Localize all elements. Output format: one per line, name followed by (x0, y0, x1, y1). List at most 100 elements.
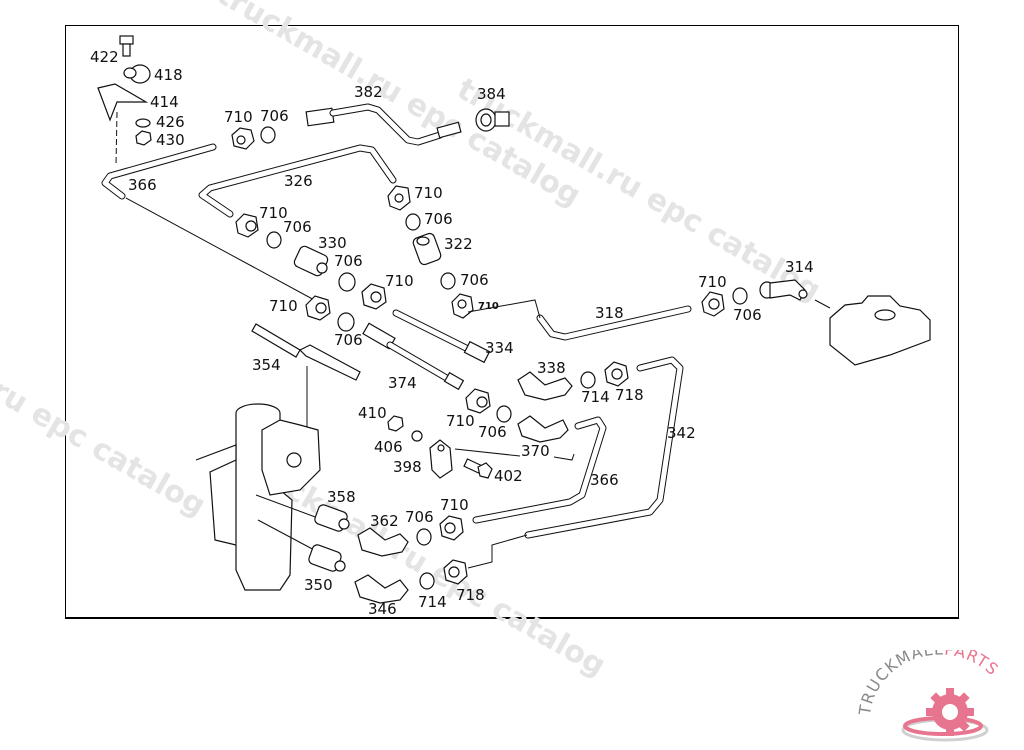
callout-714-b[interactable]: 714 (418, 593, 447, 611)
callout-322[interactable]: 322 (444, 235, 473, 253)
sleeve-706-b[interactable] (405, 213, 421, 231)
callout-710-h[interactable]: 710 (446, 412, 475, 430)
callout-706-g[interactable]: 706 (733, 306, 762, 324)
bolt-402[interactable] (463, 458, 493, 479)
union-350[interactable] (307, 543, 346, 572)
sleeve-714-b[interactable] (419, 572, 435, 590)
callout-710-d[interactable]: 710 (259, 204, 288, 222)
nut-710-b[interactable] (387, 185, 411, 211)
callout-710-g[interactable]: 710 (698, 273, 727, 291)
callout-714-a[interactable]: 714 (581, 388, 610, 406)
callout-426[interactable]: 426 (156, 113, 185, 131)
sleeve-706-f[interactable] (337, 312, 355, 332)
elbow-362[interactable] (357, 527, 409, 557)
callout-706-h[interactable]: 706 (478, 423, 507, 441)
callout-710-c[interactable]: 710 (478, 301, 499, 312)
nut-710-g[interactable] (701, 291, 725, 317)
pipe-382[interactable] (305, 103, 462, 146)
union-330[interactable] (293, 245, 329, 278)
union-322[interactable] (412, 232, 442, 266)
pipe-318[interactable] (536, 305, 692, 341)
steering-gear[interactable] (195, 403, 321, 591)
callout-330[interactable]: 330 (318, 234, 347, 252)
callout-398[interactable]: 398 (393, 458, 422, 476)
callout-314[interactable]: 314 (785, 258, 814, 276)
callout-710-a[interactable]: 710 (224, 108, 253, 126)
callout-422[interactable]: 422 (90, 48, 119, 66)
elbow-338[interactable] (517, 371, 573, 401)
callout-354[interactable]: 354 (252, 356, 281, 374)
pipe-366-lower[interactable] (472, 416, 607, 524)
bracket-414[interactable] (97, 83, 149, 122)
sleeve-706-c[interactable] (440, 272, 456, 290)
callout-414[interactable]: 414 (150, 93, 179, 111)
pipe-326[interactable] (198, 144, 397, 218)
sleeve-706-h[interactable] (496, 405, 512, 423)
callout-366-upper[interactable]: 366 (128, 176, 157, 194)
clamp-398[interactable] (429, 439, 453, 479)
callout-374[interactable]: 374 (388, 374, 417, 392)
nut-710-c[interactable] (451, 293, 474, 319)
nut-718-b[interactable] (443, 559, 468, 585)
callout-718-b[interactable]: 718 (456, 586, 485, 604)
fitting-384[interactable] (475, 108, 510, 132)
sleeve-714-a[interactable] (580, 371, 596, 389)
clamp-418[interactable] (123, 64, 151, 84)
callout-706-d[interactable]: 706 (283, 218, 312, 236)
callout-318[interactable]: 318 (595, 304, 624, 322)
washer-426[interactable] (135, 118, 151, 128)
callout-710-e[interactable]: 710 (385, 272, 414, 290)
nut-430[interactable] (135, 130, 152, 146)
callout-718-a[interactable]: 718 (615, 386, 644, 404)
sleeve-706-i[interactable] (416, 528, 432, 546)
washer-406[interactable] (411, 430, 423, 442)
callout-706-e[interactable]: 706 (334, 252, 363, 270)
callout-338[interactable]: 338 (537, 359, 566, 377)
callout-706-c[interactable]: 706 (460, 271, 489, 289)
callout-358[interactable]: 358 (327, 488, 356, 506)
nut-710-e[interactable] (361, 283, 387, 310)
callout-406[interactable]: 406 (374, 438, 403, 456)
callout-706-b[interactable]: 706 (424, 210, 453, 228)
callout-710-b[interactable]: 710 (414, 184, 443, 202)
callout-410[interactable]: 410 (358, 404, 387, 422)
callout-362[interactable]: 362 (370, 512, 399, 530)
callout-710-f[interactable]: 710 (269, 297, 298, 315)
callout-706-i[interactable]: 706 (405, 508, 434, 526)
sleeve-706-e[interactable] (338, 272, 356, 292)
bolt-422[interactable] (119, 35, 134, 57)
pipe-334[interactable] (392, 309, 491, 364)
elbow-370[interactable] (517, 415, 569, 443)
pipe-374[interactable] (362, 322, 465, 391)
sleeve-706-g[interactable] (732, 287, 748, 305)
elbow-314[interactable] (759, 279, 808, 301)
callout-366-lower[interactable]: 366 (590, 471, 619, 489)
nut-710-h[interactable] (465, 388, 491, 414)
callout-384[interactable]: 384 (477, 85, 506, 103)
callout-326[interactable]: 326 (284, 172, 313, 190)
callout-382[interactable]: 382 (354, 83, 383, 101)
pipe-366-upper[interactable] (101, 143, 217, 200)
callout-346[interactable]: 346 (368, 600, 397, 618)
callout-706-f[interactable]: 706 (334, 331, 363, 349)
nut-410[interactable] (387, 415, 404, 432)
sleeve-706-a[interactable] (260, 126, 276, 144)
nut-710-d[interactable] (235, 213, 259, 238)
callout-706-a[interactable]: 706 (260, 107, 289, 125)
callout-418[interactable]: 418 (154, 66, 183, 84)
callout-430[interactable]: 430 (156, 131, 185, 149)
callout-710-i[interactable]: 710 (440, 496, 469, 514)
nut-710-a[interactable] (231, 127, 255, 150)
pipe-342[interactable] (524, 356, 684, 539)
callout-402[interactable]: 402 (494, 467, 523, 485)
nut-710-i[interactable] (439, 515, 464, 541)
control-valve[interactable] (829, 295, 931, 366)
nut-718-a[interactable] (604, 361, 629, 387)
bracket-354[interactable] (251, 323, 361, 381)
callout-350[interactable]: 350 (304, 576, 333, 594)
callout-334[interactable]: 334 (485, 339, 514, 357)
elbow-346[interactable] (354, 574, 409, 604)
union-358[interactable] (313, 503, 350, 532)
callout-342[interactable]: 342 (667, 424, 696, 442)
callout-370[interactable]: 370 (521, 442, 550, 460)
